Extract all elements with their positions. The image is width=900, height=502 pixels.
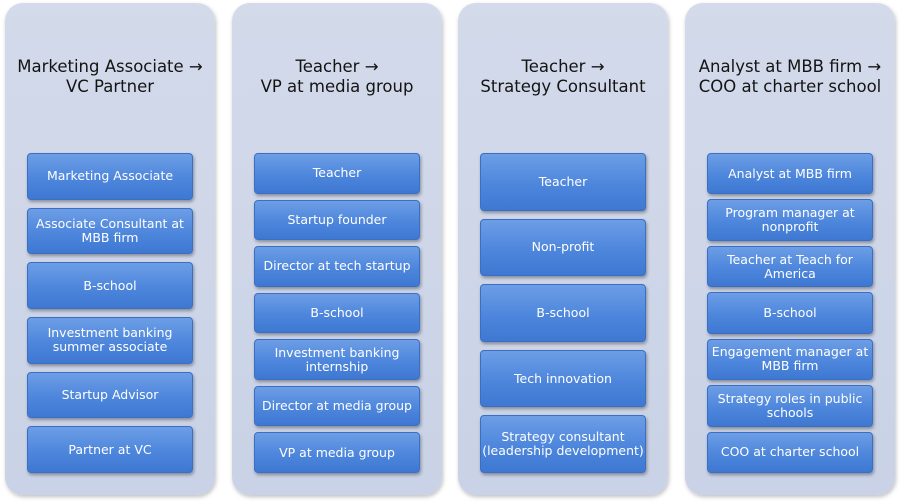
career-step-label: Program manager at xyxy=(725,205,855,221)
career-step-label: Tech innovation xyxy=(514,370,612,386)
career-step: Teacher xyxy=(254,153,420,194)
career-step-label: B-school xyxy=(310,304,364,320)
panel-title: Marketing Associate →VC Partner xyxy=(5,57,215,97)
career-step: Director at tech startup xyxy=(254,246,420,287)
panel-title-line: Teacher → xyxy=(521,57,605,76)
career-step: B-school xyxy=(480,284,646,342)
career-step: Startup Advisor xyxy=(27,371,193,419)
career-step-label: Marketing Associate xyxy=(46,168,174,184)
career-step-label: internship xyxy=(305,358,369,374)
career-step-label: nonprofit xyxy=(761,219,819,235)
career-step-label: Director at media group xyxy=(262,398,412,414)
panel-title-line: VP at media group xyxy=(260,77,414,96)
panel-title-line: COO at charter school xyxy=(698,77,882,96)
career-step-label: Partner at VC xyxy=(68,441,152,457)
career-step-label: B-school xyxy=(763,304,817,320)
career-step-label: Associate Consultant at xyxy=(36,215,184,231)
career-step-label: Strategy roles in public xyxy=(717,390,863,406)
panel-title: Analyst at MBB firm →COO at charter scho… xyxy=(685,57,895,97)
career-step-label: Investment banking xyxy=(274,344,400,360)
panel-title: Teacher →Strategy Consultant xyxy=(458,57,668,97)
panel-title-line: Teacher → xyxy=(295,57,379,76)
career-step-label: Investment banking xyxy=(47,325,173,341)
career-step-label: Non-profit xyxy=(531,239,595,255)
career-step-label: Teacher at Teach for xyxy=(727,251,853,267)
career-step: Partner at VC xyxy=(27,426,193,473)
career-step-label: Director at tech startup xyxy=(263,258,411,274)
panel-title: Teacher →VP at media group xyxy=(232,57,442,97)
panel-title-line: Analyst at MBB firm → xyxy=(698,57,882,76)
career-step: Tech innovation xyxy=(480,349,646,408)
career-step-label: Startup Advisor xyxy=(61,386,159,402)
career-step-label: Engagement manager at xyxy=(711,344,869,360)
career-step-label: Teacher xyxy=(538,173,588,189)
career-step: COO at charter school xyxy=(707,431,873,473)
career-step: Non-profit xyxy=(480,218,646,277)
career-step: B-school xyxy=(254,292,420,334)
career-step: Director at media group xyxy=(254,385,420,427)
career-step-label: (leadership development) xyxy=(482,443,644,459)
career-step-label: MBB firm xyxy=(81,229,139,245)
panel-title-line: Strategy Consultant xyxy=(480,77,646,96)
career-step-label: America xyxy=(764,265,816,281)
career-step: B-school xyxy=(27,262,193,309)
career-step: Strategy consultant(leadership developme… xyxy=(480,415,646,473)
career-step: Analyst at MBB firm xyxy=(707,153,873,195)
career-step-label: VP at media group xyxy=(279,444,395,460)
career-step: Teacher xyxy=(480,153,646,211)
career-step-label: COO at charter school xyxy=(720,444,860,460)
career-step: Startup founder xyxy=(254,199,420,241)
career-step-label: Teacher xyxy=(312,165,362,181)
career-step-label: MBB firm xyxy=(761,358,819,374)
career-path-panel-4: Analyst at MBB firm →COO at charter scho… xyxy=(685,3,895,495)
career-step: VP at media group xyxy=(254,432,420,473)
career-step-label: summer associate xyxy=(52,339,168,355)
career-step-label: schools xyxy=(766,404,814,420)
career-step: B-school xyxy=(707,292,873,334)
career-step-label: B-school xyxy=(536,304,590,320)
career-step-label: Startup founder xyxy=(287,211,387,227)
career-step-label: Analyst at MBB firm xyxy=(728,165,852,181)
career-step: Marketing Associate xyxy=(27,153,193,200)
panel-title-line: VC Partner xyxy=(65,77,155,96)
career-step-label: B-school xyxy=(83,277,137,293)
panel-title-line: Marketing Associate → xyxy=(17,57,203,76)
career-step-label: Strategy consultant xyxy=(501,429,625,445)
